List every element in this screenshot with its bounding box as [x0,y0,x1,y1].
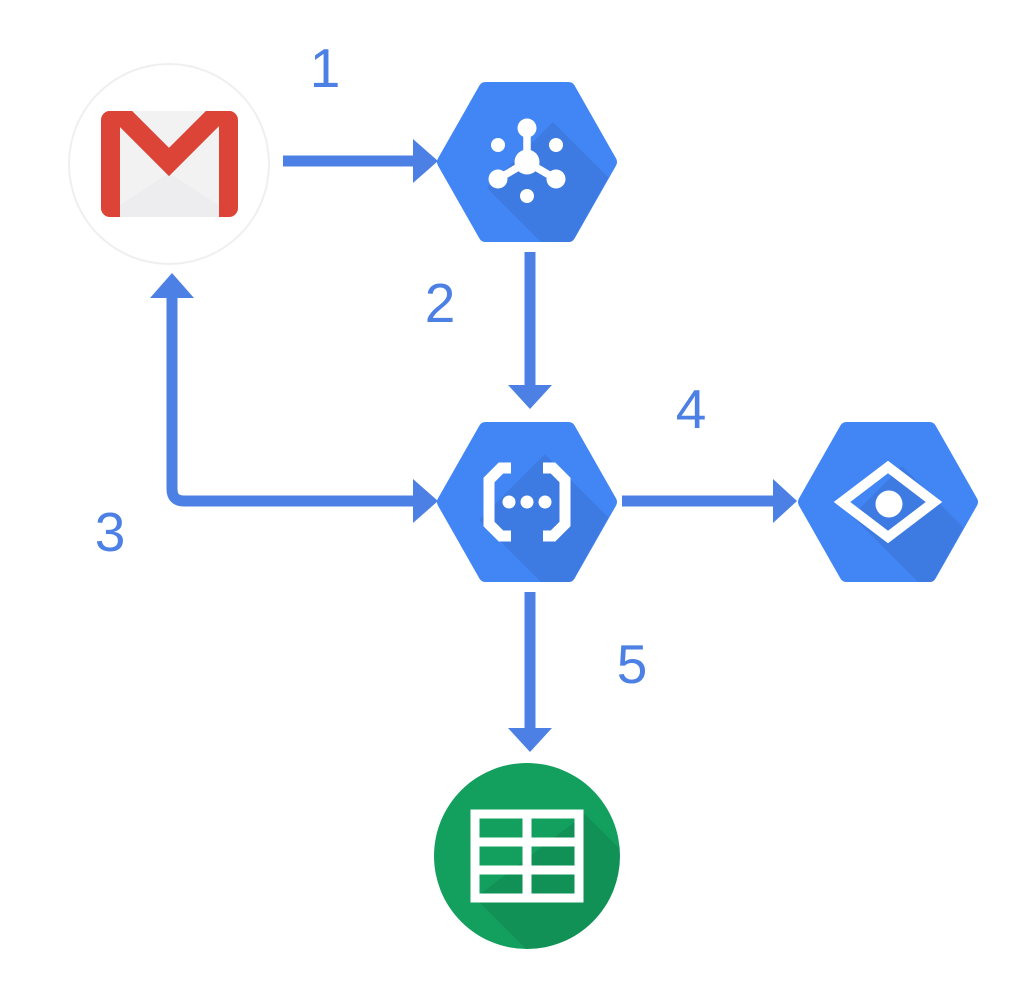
cloud-functions-icon [483,462,571,542]
flow-arrows [150,139,797,752]
step-label-5: 5 [617,633,648,695]
pubsub-node [437,82,617,242]
step-label-3: 3 [95,501,126,563]
sheets-node [434,763,620,949]
step-label-4: 4 [676,378,707,440]
arrow-5 [508,592,552,752]
step-label-1: 1 [310,37,341,99]
sheets-icon [470,809,584,903]
arrow-3 [150,273,438,523]
vision-node [798,422,978,582]
arrow-1 [283,139,438,183]
gmail-icon [101,111,238,217]
vision-icon [833,460,943,544]
cloud-functions-node [437,422,617,582]
arrow-2 [508,252,552,409]
arrow-4 [622,479,797,523]
pubsub-icon [488,118,566,203]
step-label-2: 2 [425,272,456,334]
gmail-node [68,63,270,265]
